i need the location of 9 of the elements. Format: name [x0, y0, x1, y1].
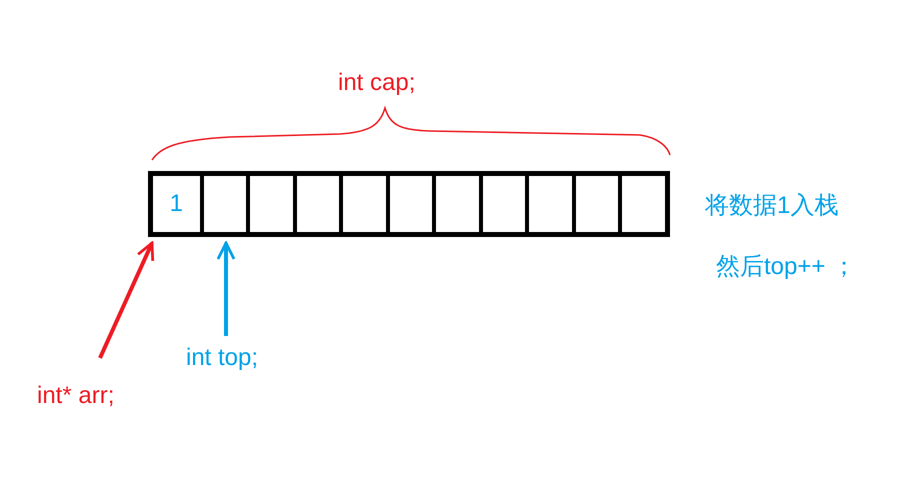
cell-value: 1 — [170, 190, 183, 218]
array-bar — [148, 171, 670, 237]
variable-label: int top; — [186, 344, 258, 371]
variable-label: int* arr; — [37, 382, 114, 409]
note-text: 然后top++ ； — [716, 254, 856, 280]
arrow — [98, 242, 154, 359]
arrow — [216, 242, 236, 336]
brace-label: int cap; — [338, 70, 416, 96]
note-text: 将数据1入栈 — [705, 193, 838, 220]
